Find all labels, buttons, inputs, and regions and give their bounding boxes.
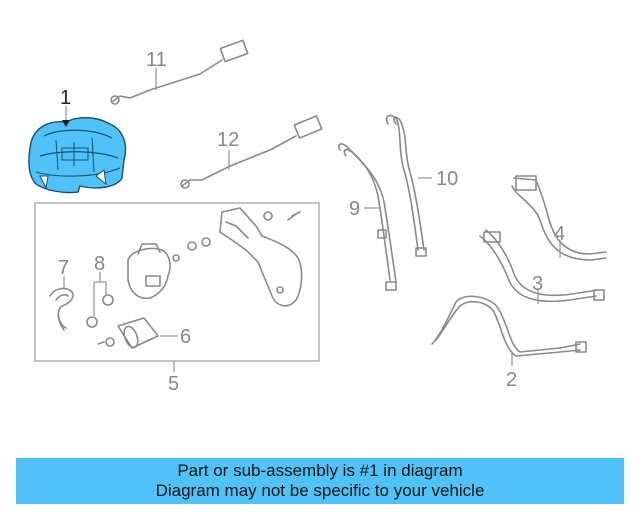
callout-10: 10 [436, 168, 458, 190]
part-6-filter[interactable] [97, 317, 159, 349]
callout-8: 8 [94, 253, 105, 275]
part-9-hose[interactable] [337, 143, 397, 291]
part-7-hose[interactable] [49, 287, 74, 331]
part-11-sensor[interactable] [110, 39, 249, 105]
part-4-pipe[interactable] [511, 175, 607, 261]
callout-3: 3 [532, 273, 543, 295]
banner-line-1: Part or sub-assembly is #1 in diagram [177, 461, 463, 480]
callout-12: 12 [217, 129, 239, 151]
banner-line-2: Diagram may not be specific to your vehi… [155, 481, 485, 500]
info-banner: Part or sub-assembly is #1 in diagram Di… [16, 458, 624, 504]
part-5-group-box [34, 202, 320, 362]
callout-4: 4 [554, 223, 565, 245]
part-12-sensor[interactable] [180, 115, 323, 189]
callout-9: 9 [349, 198, 360, 220]
part-8-clamps[interactable] [86, 294, 114, 328]
part-5-components [127, 207, 303, 307]
part-2-pipe[interactable] [431, 295, 587, 357]
part-1-highlighted[interactable] [28, 117, 127, 194]
part-3-pipe[interactable] [479, 229, 605, 303]
callout-2: 2 [506, 369, 517, 391]
callout-7: 7 [58, 257, 69, 279]
callout-1: 1 [60, 87, 71, 109]
part-10-hose[interactable] [385, 114, 427, 257]
callout-6: 6 [180, 326, 191, 348]
callout-11: 11 [146, 49, 167, 71]
callout-5: 5 [168, 373, 179, 395]
